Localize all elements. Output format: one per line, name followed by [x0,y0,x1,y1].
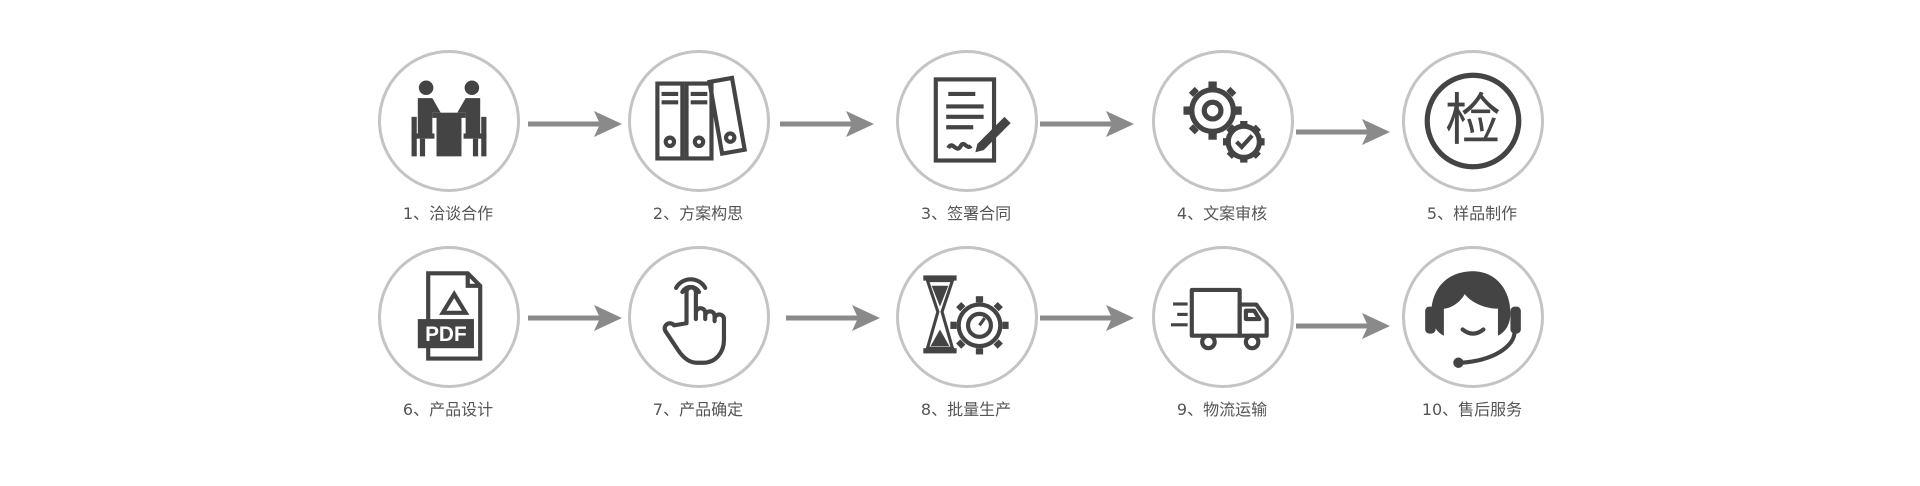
step-1-label: 1、洽谈合作 [402,204,494,223]
pdf-file-icon: PDF [417,271,483,361]
arrow-4-5 [1296,117,1390,147]
step-3-circle [896,50,1038,192]
step-8-circle [896,246,1038,388]
arrow-9-10 [1296,311,1390,341]
step-7: 7、产品确定 [598,246,798,446]
right-arrow-icon [528,305,622,331]
arrow-8-9 [1040,303,1134,333]
arrow-2-3 [780,109,874,139]
step-1: 1、洽谈合作 [348,50,548,250]
step-6: PDF 6、产品设计 [348,246,548,446]
arrow-7-8 [786,303,880,333]
right-arrow-icon [1040,111,1134,137]
binders-icon [655,75,748,161]
step-10-label: 10、售后服务 [1421,400,1523,419]
step-5-label: 5、样品制作 [1426,204,1518,223]
step-6-label: 6、产品设计 [402,400,494,419]
step-8: 8、批量生产 [866,246,1066,446]
step-4: 4、文案审核 [1122,50,1322,250]
step-3-label: 3、签署合同 [920,204,1012,223]
step-9-label: 9、物流运输 [1176,400,1268,419]
step-5-circle: 检 [1402,50,1544,192]
step-2-circle [628,50,770,192]
arrow-3-4 [1040,109,1134,139]
right-arrow-icon [1296,313,1390,339]
customer-service-headset-icon [1425,271,1521,368]
delivery-truck-icon [1171,287,1269,351]
arrow-6-7 [528,303,622,333]
step-7-circle [628,246,770,388]
step-4-circle [1152,50,1294,192]
inspection-glyph: 检 [1445,89,1501,154]
finger-tap-icon [662,277,727,365]
right-arrow-icon [1296,119,1390,145]
arrow-1-2 [528,109,622,139]
inspection-stamp-icon: 检 [1424,72,1522,170]
contract-icon [933,77,1011,163]
step-10: 10、售后服务 [1372,246,1572,446]
step-2-label: 2、方案构思 [652,204,744,223]
meeting-icon [411,80,487,157]
step-1-circle [378,50,520,192]
right-arrow-icon [1040,305,1134,331]
step-7-label: 7、产品确定 [652,400,744,419]
step-9-circle [1152,246,1294,388]
hourglass-gear-icon [923,275,1009,355]
step-3: 3、签署合同 [866,50,1066,250]
step-6-circle: PDF [378,246,520,388]
gears-check-icon [1183,81,1265,163]
step-8-label: 8、批量生产 [920,400,1012,419]
step-5: 检 5、样品制作 [1372,50,1572,250]
svg-text:PDF: PDF [425,323,467,346]
step-4-label: 4、文案审核 [1176,204,1268,223]
right-arrow-icon [780,111,874,137]
step-2: 2、方案构思 [598,50,798,250]
step-10-circle [1402,246,1544,388]
right-arrow-icon [786,305,880,331]
right-arrow-icon [528,111,622,137]
step-9: 9、物流运输 [1122,246,1322,446]
